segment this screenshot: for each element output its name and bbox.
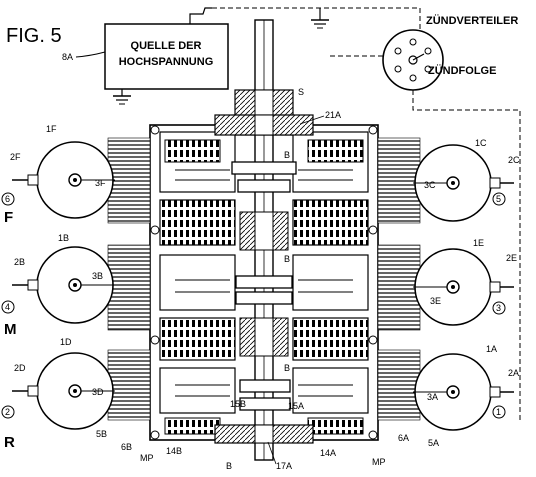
ref-5b: 5B	[96, 429, 107, 439]
ref-14a: 14A	[320, 448, 336, 458]
ref-14b: 14B	[166, 446, 182, 456]
order-label-2: 2	[5, 407, 10, 417]
coil-label-1c: 1C	[475, 138, 487, 148]
coil-1f	[12, 141, 115, 219]
figure-title: FIG. 5	[6, 25, 62, 47]
center-label-3b: 3B	[92, 271, 103, 281]
order-label-5: 5	[496, 194, 501, 204]
coil-1a	[413, 353, 514, 431]
engine-block	[149, 19, 379, 461]
order-label-4: 4	[5, 302, 10, 312]
side-letter-front: F	[4, 209, 13, 226]
order-label-6: 6	[5, 194, 10, 204]
center-label-3d: 3D	[92, 387, 104, 397]
order-label-1: 1	[496, 407, 501, 417]
source-box-ref: 8A	[62, 52, 73, 62]
coil-1c	[413, 144, 514, 222]
coil-1b	[12, 246, 115, 324]
part-references: S 21A B B B B 15B 15A 14B 14A 17A MP MP …	[96, 87, 439, 471]
lead-label-2d: 2D	[14, 363, 26, 373]
ref-15b: 15B	[230, 399, 246, 409]
distributor-subtitle: ZÜNDFOLGE	[428, 64, 496, 77]
ref-b-3: B	[284, 363, 290, 373]
lead-label-2c: 2C	[508, 155, 520, 165]
source-box-line2: HOCHSPANNUNG	[119, 56, 214, 68]
center-label-3f: 3F	[95, 178, 106, 188]
lead-label-2b: 2B	[14, 257, 25, 267]
ref-b-1: B	[284, 150, 290, 160]
ref-17a: 17A	[276, 461, 292, 471]
ref-b-4: B	[226, 461, 232, 471]
center-label-3c: 3C	[424, 180, 436, 190]
distributor-title: ZÜNDVERTEILER	[426, 14, 518, 27]
ref-b-2: B	[284, 254, 290, 264]
ref-15a: 15A	[288, 401, 304, 411]
coil-label-1b: 1B	[58, 233, 69, 243]
coil-1e	[413, 248, 514, 326]
ref-6b: 6B	[121, 442, 132, 452]
ref-6a: 6A	[398, 433, 409, 443]
center-label-3a: 3A	[427, 392, 438, 402]
high-voltage-source: QUELLE DER HOCHSPANNUNG 8A	[62, 7, 229, 105]
source-box-line1: QUELLE DER	[131, 40, 202, 52]
lead-label-2f: 2F	[10, 152, 21, 162]
ref-mp-left: MP	[140, 453, 154, 463]
coil-label-1e: 1E	[473, 238, 484, 248]
order-label-3: 3	[496, 303, 501, 313]
side-letter-middle: M	[4, 321, 17, 338]
firing-order-markers	[1, 192, 506, 419]
ref-5a: 5A	[428, 438, 439, 448]
ref-21a: 21A	[325, 110, 341, 120]
coil-label-1d: 1D	[60, 337, 72, 347]
lead-label-2a: 2A	[508, 368, 519, 378]
side-letter-rear: R	[4, 434, 15, 451]
ref-s: S	[298, 87, 304, 97]
lead-label-2e: 2E	[506, 253, 517, 263]
center-label-3e: 3E	[430, 296, 441, 306]
coil-label-1a: 1A	[486, 344, 497, 354]
cooling-fins	[107, 137, 421, 421]
ignition-distributor: ZÜNDVERTEILER ZÜNDFOLGE	[212, 7, 521, 420]
coil-1d	[12, 352, 115, 430]
ref-mp-right: MP	[372, 457, 386, 467]
coil-label-1f: 1F	[46, 124, 57, 134]
